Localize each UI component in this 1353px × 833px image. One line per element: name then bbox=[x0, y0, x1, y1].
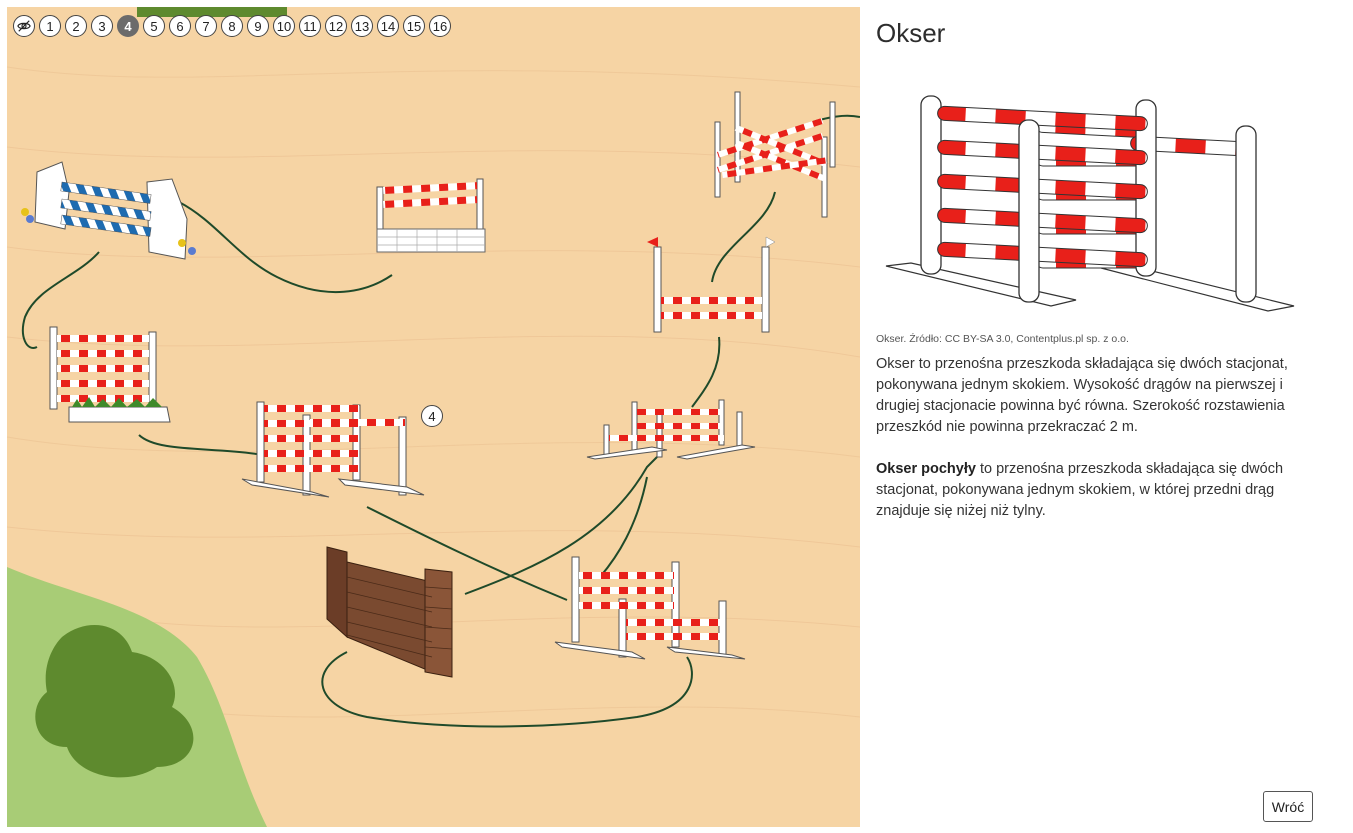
course-track bbox=[21, 114, 860, 728]
nav-item-10[interactable]: 10 bbox=[273, 15, 295, 37]
nav-item-13[interactable]: 13 bbox=[351, 15, 373, 37]
nav-item-4[interactable]: 4 bbox=[117, 15, 139, 37]
obstacle-1 bbox=[21, 161, 196, 260]
obstacle-4 bbox=[241, 401, 425, 498]
obstacle-9 bbox=[554, 556, 746, 660]
back-button[interactable]: Wróć bbox=[1263, 791, 1313, 822]
nav-item-16[interactable]: 16 bbox=[429, 15, 451, 37]
term-bold: Okser pochyły bbox=[876, 461, 976, 477]
nav-item-3[interactable]: 3 bbox=[91, 15, 113, 37]
eye-slash-icon bbox=[17, 19, 31, 33]
nav-item-8[interactable]: 8 bbox=[221, 15, 243, 37]
obstacle-3 bbox=[49, 326, 171, 423]
nav-item-2[interactable]: 2 bbox=[65, 15, 87, 37]
okser-illustration bbox=[885, 95, 1295, 312]
obstacle-8 bbox=[326, 546, 453, 678]
nav-item-14[interactable]: 14 bbox=[377, 15, 399, 37]
term-definition: to przenośna przeszkoda składająca się d… bbox=[876, 461, 1284, 519]
nav-item-1[interactable]: 1 bbox=[39, 15, 61, 37]
nav-item-11[interactable]: 11 bbox=[299, 15, 321, 37]
nav-item-12[interactable]: 12 bbox=[325, 15, 347, 37]
obstacle-5 bbox=[647, 236, 776, 333]
nav-item-15[interactable]: 15 bbox=[403, 15, 425, 37]
description-panel: Okser Okser. Źródło: CC BY-SA 3.0, Conte… bbox=[876, 0, 1316, 833]
page-title: Okser bbox=[876, 18, 946, 48]
nav-item-5[interactable]: 5 bbox=[143, 15, 165, 37]
nav-item-6[interactable]: 6 bbox=[169, 15, 191, 37]
obstacle-number-marker[interactable]: 4 bbox=[421, 405, 443, 427]
obstacle-2 bbox=[376, 178, 486, 253]
obstacle-6 bbox=[714, 91, 836, 218]
obstacle-nav: 1 2 3 4 5 6 7 8 9 10 11 12 13 14 15 16 bbox=[13, 15, 451, 37]
hide-labels-button[interactable] bbox=[13, 15, 35, 37]
description-paragraph-2: Okser pochyły to przenośna przeszkoda sk… bbox=[876, 459, 1311, 522]
description-paragraph-1: Okser to przenośna przeszkoda składająca… bbox=[876, 356, 1288, 435]
image-caption: Okser. Źródło: CC BY-SA 3.0, Contentplus… bbox=[876, 333, 1129, 345]
top-hedge bbox=[137, 7, 287, 17]
nav-item-7[interactable]: 7 bbox=[195, 15, 217, 37]
course-map: 4 bbox=[7, 7, 860, 827]
nav-item-9[interactable]: 9 bbox=[247, 15, 269, 37]
obstacle-7 bbox=[586, 399, 756, 460]
course-scene bbox=[7, 7, 860, 827]
bush bbox=[35, 625, 194, 778]
